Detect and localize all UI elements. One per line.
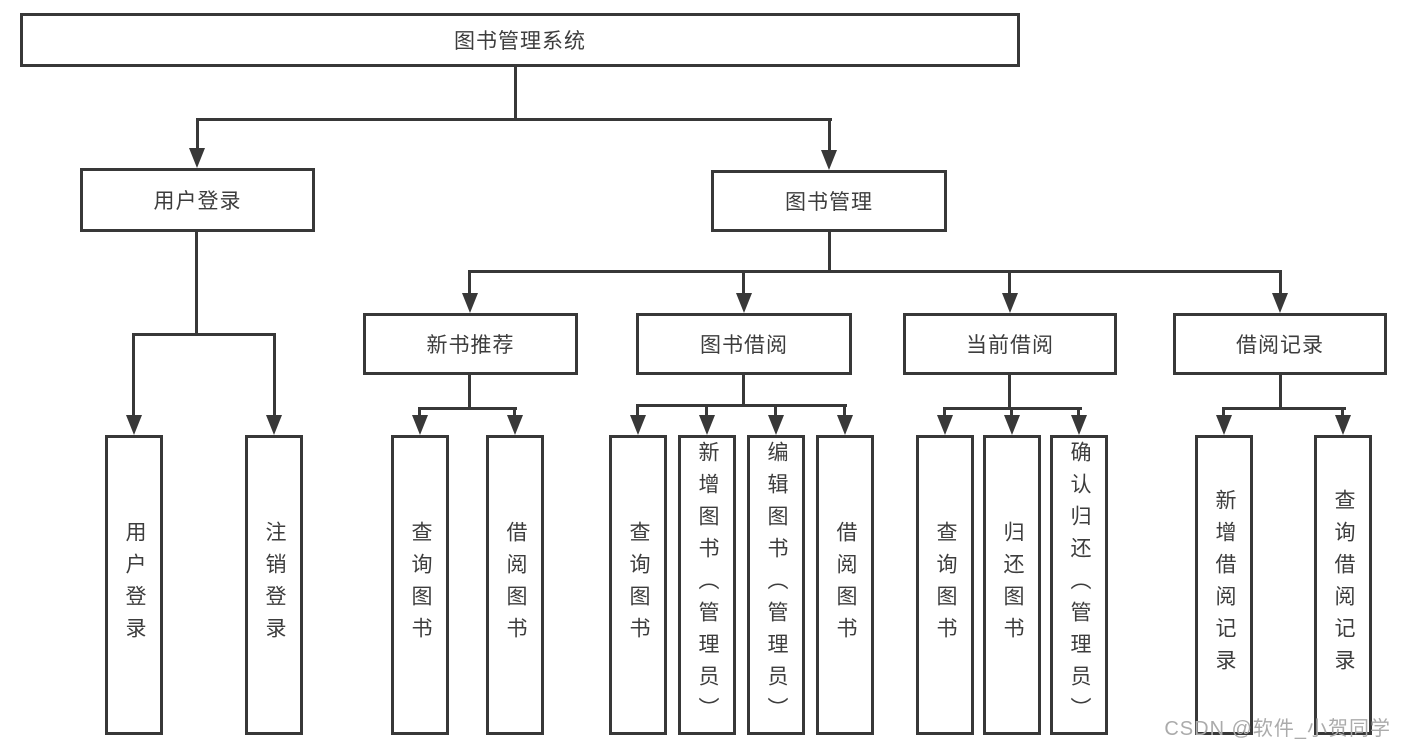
arrow-down-icon [412, 415, 428, 435]
connector-line [636, 404, 639, 418]
arrow-down-icon [1004, 415, 1020, 435]
node-book-management: 图书管理 [711, 170, 947, 232]
leaf-user-login: 用户登录 [105, 435, 163, 735]
csdn-watermark: CSDN @软件_小贺同学 [1164, 718, 1391, 740]
connector-line [468, 375, 471, 410]
connector-line [1279, 375, 1282, 410]
connector-line [418, 407, 517, 410]
leaf-borrow-books-recommend: 借阅图书 [486, 435, 544, 735]
connector-line [742, 375, 745, 407]
leaf-confirm-return-admin: 确认归还（管理员） [1050, 435, 1108, 735]
connector-line [1010, 407, 1013, 419]
leaf-return-books: 归还图书 [983, 435, 1041, 735]
connector-line [828, 232, 831, 273]
node-label: 图书借阅 [700, 334, 788, 357]
arrow-down-icon [937, 415, 953, 435]
connector-line [468, 270, 1282, 273]
leaf-borrow-books-borrowing: 借阅图书 [816, 435, 874, 735]
leaf-add-borrow-record: 新增借阅记录 [1195, 435, 1253, 735]
arrow-down-icon [768, 415, 784, 435]
connector-line [514, 67, 517, 120]
node-label: 确认归还（管理员） [1068, 441, 1091, 729]
node-user-login: 用户登录 [80, 168, 315, 232]
connector-line [1008, 270, 1011, 296]
connector-line [705, 404, 708, 418]
node-label: 查询借阅记录 [1332, 489, 1355, 681]
node-label: 用户登录 [153, 190, 242, 213]
connector-line [774, 404, 777, 418]
connector-line [196, 118, 199, 152]
node-label: 查询图书 [934, 521, 957, 649]
node-current-borrowing: 当前借阅 [903, 313, 1117, 375]
node-label: 新增图书（管理员） [696, 441, 719, 729]
node-label: 图书管理 [785, 191, 873, 214]
connector-line [843, 404, 846, 418]
arrow-down-icon [699, 415, 715, 435]
arrow-down-icon [736, 293, 752, 313]
node-label: 当前借阅 [966, 334, 1054, 357]
connector-line [742, 270, 745, 296]
arrow-down-icon [837, 415, 853, 435]
connector-line [513, 407, 516, 419]
connector-line [132, 333, 135, 417]
connector-line [468, 270, 471, 296]
node-label: 注销登录 [263, 521, 286, 649]
arrow-down-icon [1002, 293, 1018, 313]
arrow-down-icon [266, 415, 282, 435]
node-label: 新书推荐 [426, 334, 515, 357]
leaf-edit-books-admin: 编辑图书（管理员） [747, 435, 805, 735]
node-label: 借阅图书 [504, 521, 527, 649]
connector-line [1008, 375, 1011, 410]
connector-line [132, 333, 276, 336]
node-label: 查询图书 [409, 521, 432, 649]
connector-line [195, 232, 198, 336]
node-label: 用户登录 [123, 521, 146, 649]
connector-line [636, 404, 847, 407]
arrow-down-icon [1335, 415, 1351, 435]
leaf-logout: 注销登录 [245, 435, 303, 735]
connector-line [273, 333, 276, 417]
node-label: 归还图书 [1001, 521, 1024, 649]
node-label: 编辑图书（管理员） [765, 441, 788, 729]
node-label: 图书管理系统 [454, 30, 586, 53]
connector-line [418, 407, 421, 419]
node-label: 查询图书 [627, 521, 650, 649]
arrow-down-icon [126, 415, 142, 435]
connector-line [1222, 407, 1346, 410]
node-new-book-recommend: 新书推荐 [363, 313, 578, 375]
leaf-add-books-admin: 新增图书（管理员） [678, 435, 736, 735]
node-label: 借阅记录 [1236, 334, 1324, 357]
connector-line [943, 407, 946, 419]
arrow-down-icon [1216, 415, 1232, 435]
node-root-book-management-system: 图书管理系统 [20, 13, 1020, 67]
arrow-down-icon [821, 150, 837, 170]
connector-line [196, 118, 832, 121]
arrow-down-icon [189, 148, 205, 168]
node-book-borrowing: 图书借阅 [636, 313, 852, 375]
node-borrowing-records: 借阅记录 [1173, 313, 1387, 375]
leaf-query-books-recommend: 查询图书 [391, 435, 449, 735]
connector-line [1222, 407, 1225, 419]
leaf-query-books-current: 查询图书 [916, 435, 974, 735]
arrow-down-icon [630, 415, 646, 435]
arrow-down-icon [462, 293, 478, 313]
connector-line [828, 118, 831, 154]
connector-line [1341, 407, 1344, 419]
leaf-query-books-borrowing: 查询图书 [609, 435, 667, 735]
node-label: 借阅图书 [834, 521, 857, 649]
leaf-query-borrow-record: 查询借阅记录 [1314, 435, 1372, 735]
arrow-down-icon [507, 415, 523, 435]
arrow-down-icon [1071, 415, 1087, 435]
connector-line [1279, 270, 1282, 296]
connector-line [1077, 407, 1080, 419]
node-label: 新增借阅记录 [1213, 489, 1236, 681]
arrow-down-icon [1272, 293, 1288, 313]
